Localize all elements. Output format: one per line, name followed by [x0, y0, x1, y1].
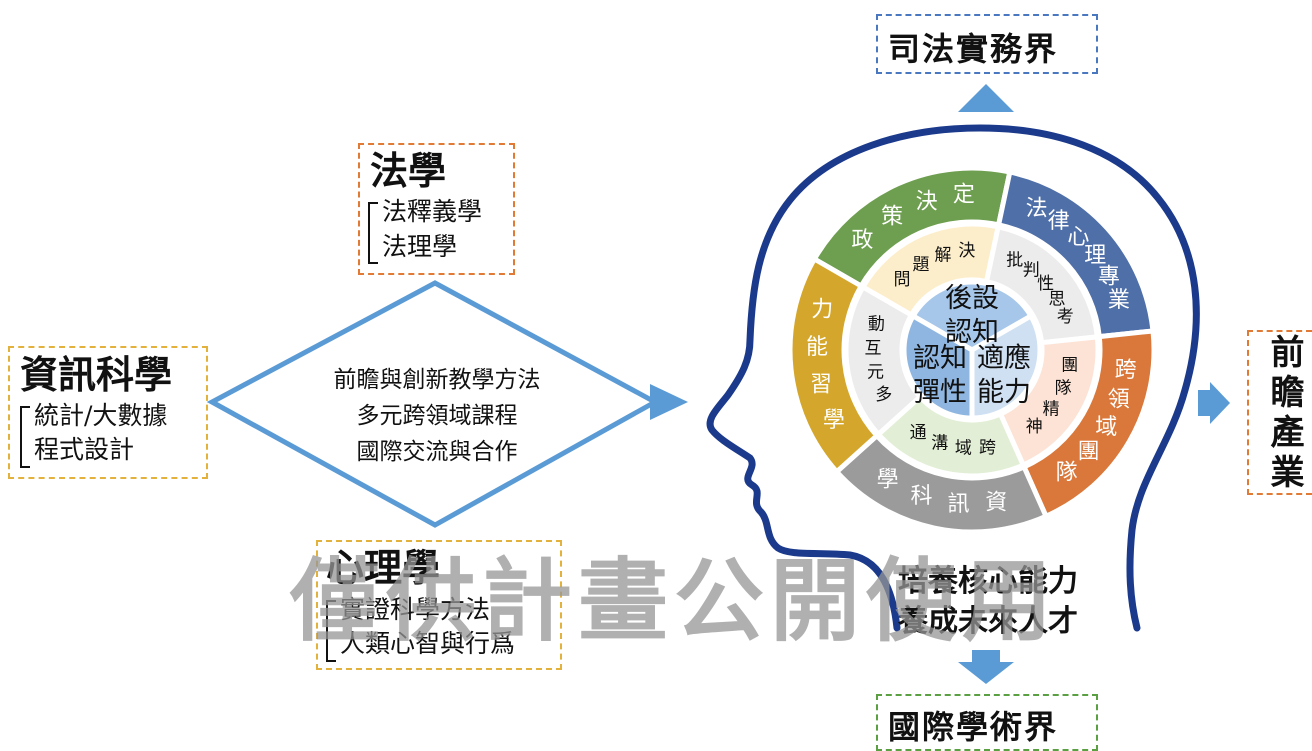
outer-label-1: 政策決定	[851, 183, 975, 253]
inner-label-5-char: 互	[865, 338, 882, 358]
inner-label-2-char: 考	[1057, 307, 1074, 327]
law-item-2: 法理學	[382, 232, 458, 261]
outer-label-1-char: 策	[881, 205, 903, 230]
outer-label-2-char: 律	[1048, 209, 1070, 234]
inner-label-1-char: 決	[958, 241, 975, 261]
watermark: 僅供計畫公開使用	[290, 549, 1058, 654]
law-item-1: 法釋義學	[382, 197, 483, 226]
outer-label-5-char: 力	[811, 297, 833, 322]
inner-label-4-char: 域	[955, 439, 972, 459]
inner-label-1-char: 題	[913, 255, 930, 275]
inner-label-2-char: 批	[1006, 251, 1023, 271]
inner-label-5-char: 動	[868, 314, 885, 334]
outer-label-3-char: 跨	[1115, 358, 1137, 383]
inner-label-3-char: 精	[1043, 400, 1060, 420]
outer-label-4-char: 學	[877, 467, 899, 492]
judicial-practice-box	[876, 14, 1098, 74]
outer-label-2-char: 心	[1067, 225, 1089, 250]
frontier-industry-box	[1247, 330, 1312, 495]
psych-item-2: 人類心智與行爲	[340, 629, 516, 658]
outer-label-4: 資訊科學	[877, 467, 1008, 516]
psych-item-1: 實證科學方法	[340, 595, 491, 624]
outer-label-3-char: 領	[1108, 387, 1130, 412]
outer-label-3-char: 隊	[1056, 460, 1078, 485]
inner-label-5-char: 多	[875, 385, 892, 405]
psychology-box	[316, 540, 562, 670]
center-line-2: 多元跨領域課程	[356, 403, 518, 429]
law-bracket	[368, 202, 378, 264]
inner-label-3-char: 神	[1026, 417, 1043, 437]
judicial-practice-label: 司法實務界	[888, 30, 1059, 68]
center-line-1: 前瞻與創新教學方法	[333, 367, 541, 393]
outer-label-1-char: 決	[916, 189, 938, 214]
law-box	[358, 143, 515, 275]
law-title: 法學	[370, 148, 447, 193]
outer-label-2-char: 法	[1026, 197, 1048, 222]
inner-label-1-char: 解	[935, 245, 952, 265]
outer-label-5-char: 學	[823, 408, 845, 433]
inner-label-1: 問題解決	[893, 241, 975, 290]
inner-label-1-char: 問	[893, 270, 910, 290]
competency-wheel: 政策決定法律心理專業跨領域團隊資訊科學學習能力問題解決批判性思考團隊精神跨域溝通…	[787, 165, 1157, 535]
inner-label-3-char: 隊	[1055, 379, 1072, 399]
outer-label-4-char: 科	[911, 484, 933, 509]
info-item-1: 統計/大數據	[34, 401, 168, 430]
outer-label-5-char: 習	[810, 372, 832, 397]
center-diamond	[206, 280, 661, 528]
outer-label-1-char: 定	[953, 183, 975, 208]
info-science-box	[8, 346, 208, 479]
frontier-industry-label: 前瞻產業	[1264, 334, 1304, 494]
info-item-2: 程式設計	[34, 435, 135, 464]
outer-label-4-char: 資	[985, 491, 1007, 516]
arrow-right-to-head	[650, 384, 688, 420]
outer-label-3-char: 域	[1095, 415, 1117, 440]
core-cognitive-flexibility: 認知彈性	[913, 343, 967, 408]
inner-label-4-char: 溝	[931, 434, 948, 454]
inner-label-2-char: 性	[1037, 274, 1054, 294]
arrow-down	[958, 650, 1014, 684]
inner-label-4-char: 通	[910, 423, 927, 443]
inner-label-4-char: 跨	[979, 438, 996, 458]
outer-label-4-char: 訊	[947, 492, 969, 517]
caption-line-2: 養成未來人才	[898, 604, 1078, 639]
inner-label-5-char: 元	[867, 362, 884, 382]
outer-label-2-char: 理	[1084, 244, 1106, 269]
diamond-text: 前瞻與創新教學方法 多元跨領域課程 國際交流與合作	[292, 362, 582, 470]
core-adaptability: 適應能力	[977, 343, 1031, 408]
core-segment-2	[969, 312, 1043, 421]
info-bracket	[20, 406, 30, 468]
caption-line-1: 培養核心能力	[898, 564, 1078, 599]
outer-label-2-char: 專	[1098, 265, 1120, 290]
inner-label-2-char: 判	[1023, 261, 1040, 281]
inner-label-3-char: 團	[1061, 355, 1078, 375]
intl-academia-box	[876, 694, 1098, 751]
arrow-up	[958, 84, 1014, 112]
psychology-title: 心理學	[326, 545, 441, 590]
core-segment-1	[909, 279, 1035, 353]
core-metacognition: 後設認知	[945, 283, 999, 348]
core-segment-3	[901, 312, 975, 421]
outer-label-2: 法律心理專業	[1026, 197, 1130, 313]
outer-label-3-char: 團	[1078, 440, 1100, 465]
head-caption: 培養核心能力 養成未來人才	[898, 562, 1078, 642]
arrow-right-to-industry	[1198, 382, 1230, 424]
intl-academia-label: 國際學術界	[888, 708, 1059, 746]
center-line-3: 國際交流與合作	[356, 439, 518, 465]
outer-label-5-char: 能	[806, 335, 828, 360]
head-silhouette	[706, 124, 1200, 632]
outer-label-1-char: 政	[851, 228, 873, 253]
outer-label-2-char: 業	[1108, 288, 1130, 313]
psych-bracket	[326, 600, 336, 662]
info-science-title: 資訊科學	[20, 352, 173, 397]
inner-label-2-char: 思	[1049, 289, 1066, 309]
